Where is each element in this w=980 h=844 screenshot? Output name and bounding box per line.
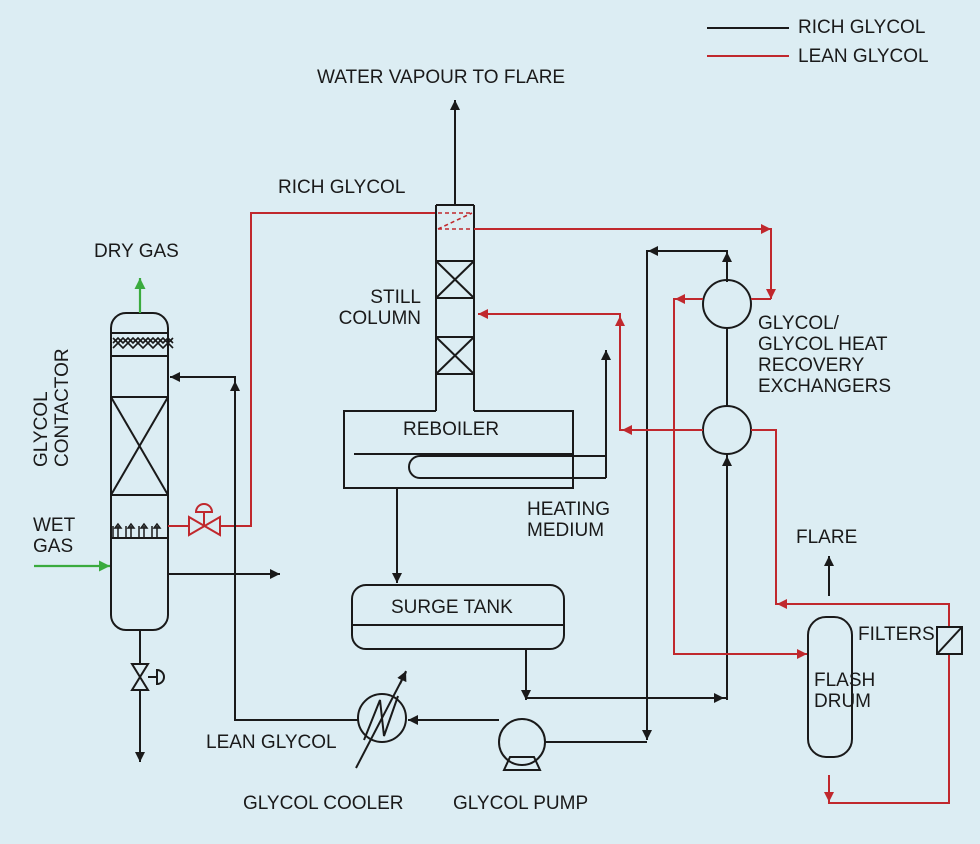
lean-to-column-line bbox=[478, 309, 703, 431]
rich-glycol-label: RICH GLYCOL bbox=[278, 177, 406, 198]
wet-gas-label: WET GAS bbox=[33, 515, 76, 557]
still-column bbox=[435, 204, 475, 411]
lean-filter-loop bbox=[751, 429, 950, 626]
lean-glycol-label: LEAN GLYCOL bbox=[206, 732, 337, 753]
heating-medium-label: HEATING MEDIUM bbox=[527, 499, 611, 541]
reboiler bbox=[343, 410, 606, 489]
cooler-head bbox=[397, 670, 407, 685]
surge-to-exchanger-line bbox=[525, 649, 726, 699]
glycol-cooler-label: GLYCOL COOLER bbox=[243, 793, 404, 814]
filters-label: FILTERS bbox=[858, 624, 935, 645]
flash-drum bbox=[807, 616, 853, 758]
lean-glycol-return-line bbox=[170, 372, 358, 721]
glycol-contactor-vessel bbox=[110, 312, 169, 631]
legend-lean-label: LEAN GLYCOL bbox=[798, 46, 929, 67]
surge-tank-label: SURGE TANK bbox=[391, 597, 513, 618]
reflux-coil bbox=[437, 212, 473, 230]
bubble-cap-trays bbox=[112, 522, 162, 539]
flare-label: FLARE bbox=[796, 527, 858, 548]
header-strip bbox=[0, 0, 980, 52]
contactor-drain-valve bbox=[130, 630, 165, 691]
legend-rich-label: RICH GLYCOL bbox=[798, 17, 926, 38]
flash-drum-label: FLASH DRUM bbox=[814, 670, 876, 712]
water-vapour-label: WATER VAPOUR TO FLARE bbox=[317, 67, 566, 88]
exchangers-label: GLYCOL/ GLYCOL HEAT RECOVERY EXCHANGERS bbox=[758, 313, 892, 397]
filters-symbol bbox=[936, 626, 963, 655]
dry-gas-label: DRY GAS bbox=[94, 241, 179, 262]
rich-glycol-outlet-line bbox=[168, 212, 436, 537]
still-column-label: STILL COLUMN bbox=[338, 287, 421, 329]
glycol-pump bbox=[498, 718, 546, 771]
contactor-mesh-pad bbox=[112, 336, 174, 350]
surge-tank bbox=[351, 584, 565, 650]
reboiler-label: REBOILER bbox=[403, 419, 500, 440]
glycol-contactor-label: GLYCOL CONTACTOR bbox=[31, 348, 73, 467]
glycol-pump-label: GLYCOL PUMP bbox=[453, 793, 589, 814]
glycol-cooler bbox=[355, 671, 407, 769]
